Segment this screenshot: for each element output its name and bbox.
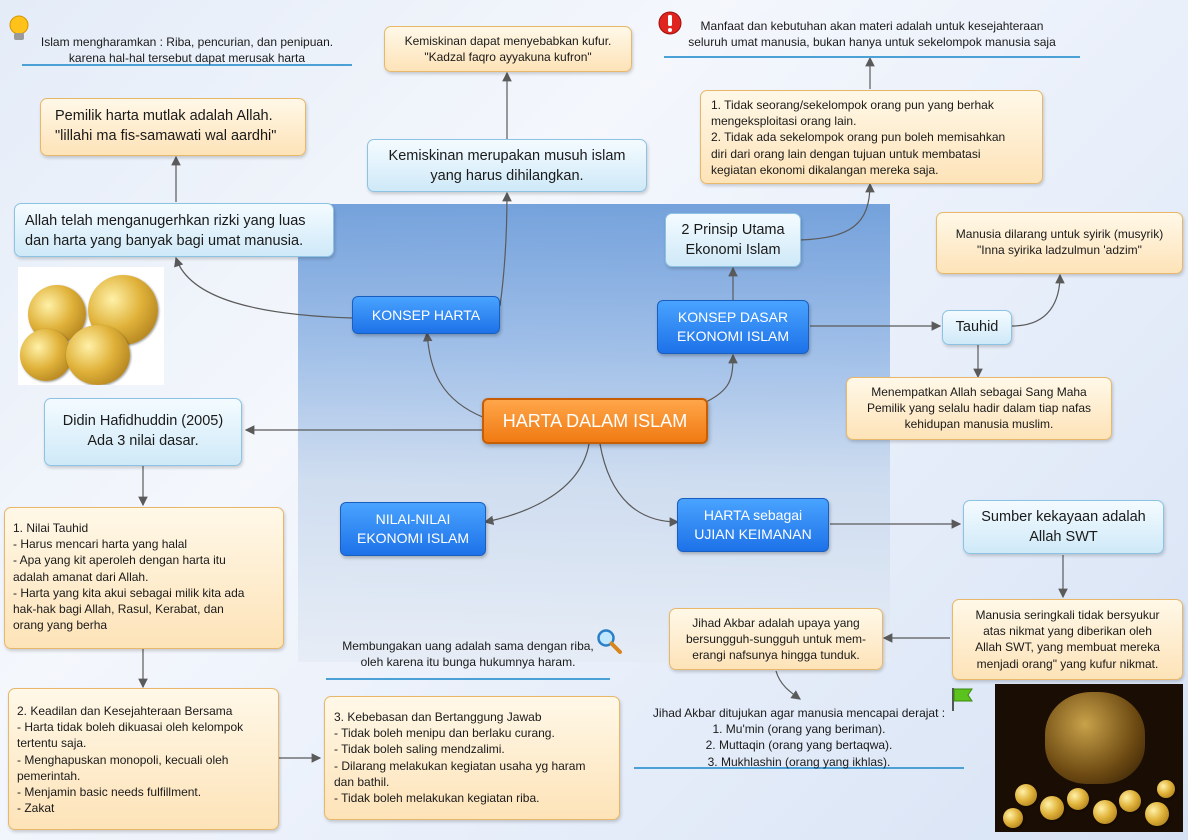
- link-tauhid-syirik: [1011, 273, 1065, 327]
- branch-nilai-nilai[interactable]: NILAI-NILAI EKONOMI ISLAM: [340, 502, 486, 556]
- node-syirik: Manusia dilarang untuk syirik (musyrik) …: [936, 212, 1183, 274]
- node-kemiskinan-kufur: Kemiskinan dapat menyebabkan kufur. "Kad…: [384, 26, 632, 72]
- gold-pot-image: [995, 684, 1183, 832]
- branch-ujian-keimanan[interactable]: HARTA sebagai UJIAN KEIMANAN: [677, 498, 829, 552]
- node-kebebasan: 3. Kebebasan dan Bertanggung Jawab - Tid…: [324, 696, 620, 820]
- node-keadilan: 2. Keadilan dan Kesejahteraan Bersama - …: [8, 688, 279, 830]
- link-konsep-harta-anugerah: [174, 256, 353, 319]
- gold-coins-image: [18, 267, 164, 385]
- branch-konsep-harta[interactable]: KONSEP HARTA: [352, 296, 500, 334]
- node-syukur: Manusia seringkali tidak bersyukur atas …: [952, 599, 1183, 680]
- node-jihad: Jihad Akbar adalah upaya yang bersungguh…: [669, 608, 883, 670]
- exclamation-icon: [658, 11, 682, 35]
- link-center-konsep-harta: [422, 331, 486, 419]
- link-center-ujian: [599, 443, 680, 527]
- note-derajat: Jihad Akbar ditujukan agar manusia menca…: [634, 705, 964, 769]
- node-anugerah: Allah telah menganugerhkan rizki yang lu…: [14, 203, 334, 257]
- node-didin: Didin Hafidhuddin (2005) Ada 3 nilai das…: [44, 398, 242, 466]
- link-prinsip-list: [799, 182, 875, 241]
- link-center-nilai: [483, 443, 590, 526]
- node-menempatkan: Menempatkan Allah sebagai Sang Maha Pemi…: [846, 377, 1112, 440]
- center-node[interactable]: HARTA DALAM ISLAM: [482, 398, 708, 444]
- link-jihad-derajat: [775, 670, 801, 700]
- node-prinsip-list: 1. Tidak seorang/sekelompok orang pun ya…: [700, 90, 1043, 184]
- branch-konsep-dasar[interactable]: KONSEP DASAR EKONOMI ISLAM: [657, 300, 809, 354]
- magnifier-icon: [597, 629, 622, 654]
- green-flag-icon: [952, 688, 973, 711]
- link-center-konsep-dasar: [705, 353, 738, 403]
- node-nilai-tauhid: 1. Nilai Tauhid - Harus mencari harta ya…: [4, 507, 284, 649]
- node-kemiskinan-musuh: Kemiskinan merupakan musuh islam yang ha…: [367, 139, 647, 192]
- node-tauhid: Tauhid: [942, 310, 1012, 345]
- note-haram: Islam mengharamkan : Riba, pencurian, da…: [22, 32, 352, 66]
- node-sumber: Sumber kekayaan adalah Allah SWT: [963, 500, 1164, 554]
- lightbulb-icon: [9, 15, 29, 40]
- node-pemilik: Pemilik harta mutlak adalah Allah. "lill…: [40, 98, 306, 156]
- link-konsep-harta-kemiskinan: [499, 191, 512, 307]
- note-manfaat: Manfaat dan kebutuhan akan materi adalah…: [664, 16, 1080, 58]
- node-prinsip: 2 Prinsip Utama Ekonomi Islam: [665, 213, 801, 267]
- note-riba: Membungakan uang adalah sama dengan riba…: [326, 638, 610, 680]
